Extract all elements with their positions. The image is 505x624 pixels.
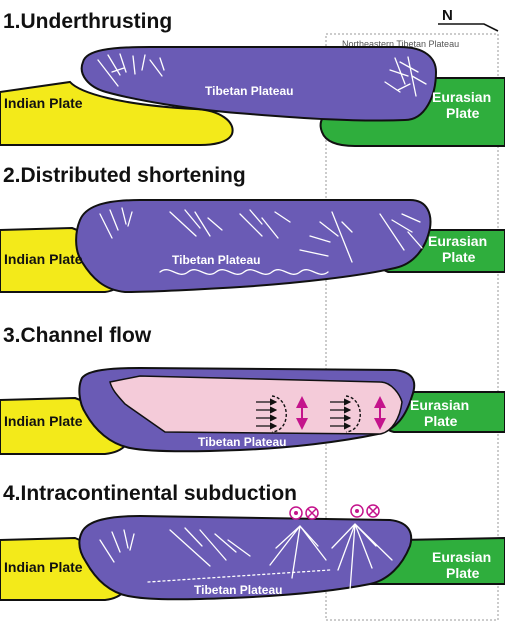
eurasian-label-line2: Plate [424,413,458,429]
indian-plate-label: Indian Plate [4,413,83,429]
north-arrow: N [438,7,499,32]
eurasian-label-line1: Eurasian [428,233,487,249]
panel-title: 3.Channel flow [3,324,152,347]
northeastern-region-box [325,33,499,621]
eurasian-label-line2: Plate [446,105,480,121]
tibetan-plateau [78,514,413,601]
eurasian-plate-label: Eurasian Plate [428,233,487,265]
indian-plate [0,80,234,146]
tibetan-plateau [80,46,438,122]
flow-arrows [256,395,386,433]
tibetan-plateau-label: Tibetan Plateau [205,84,293,98]
eurasian-label-line2: Plate [446,565,480,581]
tibetan-plateau-label: Tibetan Plateau [172,253,260,267]
indian-plate-label: Indian Plate [4,251,83,267]
eurasian-plate-label: Eurasian Plate [432,549,491,581]
panel-channel-flow: 3.Channel flow Tibetan Plateau Indian Pl… [0,324,505,455]
tibetan-plateau-label: Tibetan Plateau [194,583,282,597]
eurasian-label-line1: Eurasian [432,549,491,565]
fault-lines [99,207,423,275]
eurasian-plate-label: Eurasian Plate [432,89,491,121]
tibetan-plateau [75,199,432,294]
panel-title: 1.Underthrusting [3,10,172,33]
region-box-label: Northeastern Tibetan Plateau [342,39,459,49]
north-arrow-icon [438,23,499,32]
fault-lines [99,523,393,591]
north-label: N [442,7,453,24]
eurasian-label-line1: Eurasian [432,89,491,105]
panel-intracontinental-subduction: 4.Intracontinental subduction Tibetan Pl… [0,482,505,601]
indian-plate-label: Indian Plate [4,95,83,111]
eurasian-label-line2: Plate [442,249,476,265]
channel-flow-zone [109,375,403,435]
panel-title: 2.Distributed shortening [3,164,246,187]
indian-plate-label: Indian Plate [4,559,83,575]
strike-slip-symbols [289,504,380,520]
panel-title: 4.Intracontinental subduction [3,482,297,505]
eurasian-plate-label: Eurasian Plate [410,397,469,429]
panel-distributed-shortening: 2.Distributed shortening Tibetan Plateau… [0,164,505,294]
eurasian-label-line1: Eurasian [410,397,469,413]
fault-lines [97,53,427,97]
panel-underthrusting: 1.Underthrusting Tibetan Plateau Indian … [0,10,505,147]
tibetan-plateau-label: Tibetan Plateau [198,435,286,449]
